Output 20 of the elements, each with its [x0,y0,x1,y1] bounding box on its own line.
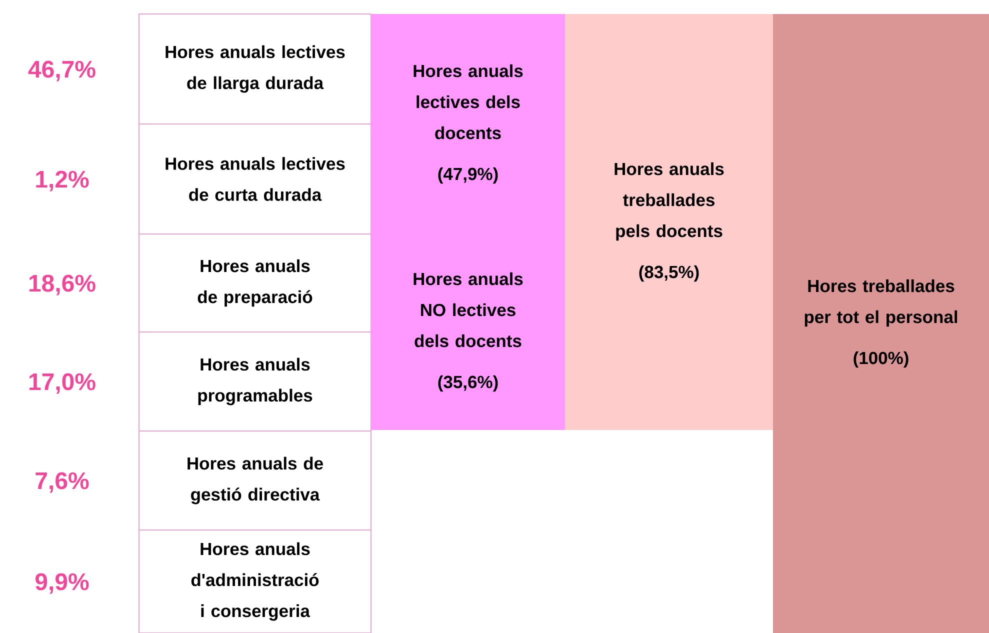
category-box: Hores anuals de preparació [138,234,372,332]
group-box: Hores anuals treballades pels docents (83,5%) [565,14,773,430]
node-label: (35,6%) [438,375,498,392]
category-box: Hores anuals de gestió directiva [138,430,372,530]
percentage-label: 17,0% [29,373,96,394]
percentage-label: 7,6% [36,472,89,493]
group-box: Hores anuals NO lectives dels docents (35,6%) [371,234,565,430]
category-box: Hores anuals lectives de llarga durada [138,14,372,124]
group-box: Hores anuals lectives dels docents (47,9%) [371,14,565,234]
node-label: Hores anuals NO lectives dels docents [414,272,523,348]
category-box: Hores anuals lectives de curta durada [138,124,372,234]
percentage-label: 9,9% [35,573,89,594]
node-label: (47,9%) [438,167,498,184]
node-label: Hores anuals lectives dels docents [414,64,523,140]
total-box: Hores treballades per tot el personal (100%) [773,14,989,633]
category-box: Hores anuals d'administració i consergeria [138,530,372,633]
category-box: Hores anuals programables [138,332,372,432]
percentage-label: 46,7% [28,60,96,82]
percentage-label: 18,6% [29,274,96,296]
percentage-label: 1,2% [36,170,89,192]
